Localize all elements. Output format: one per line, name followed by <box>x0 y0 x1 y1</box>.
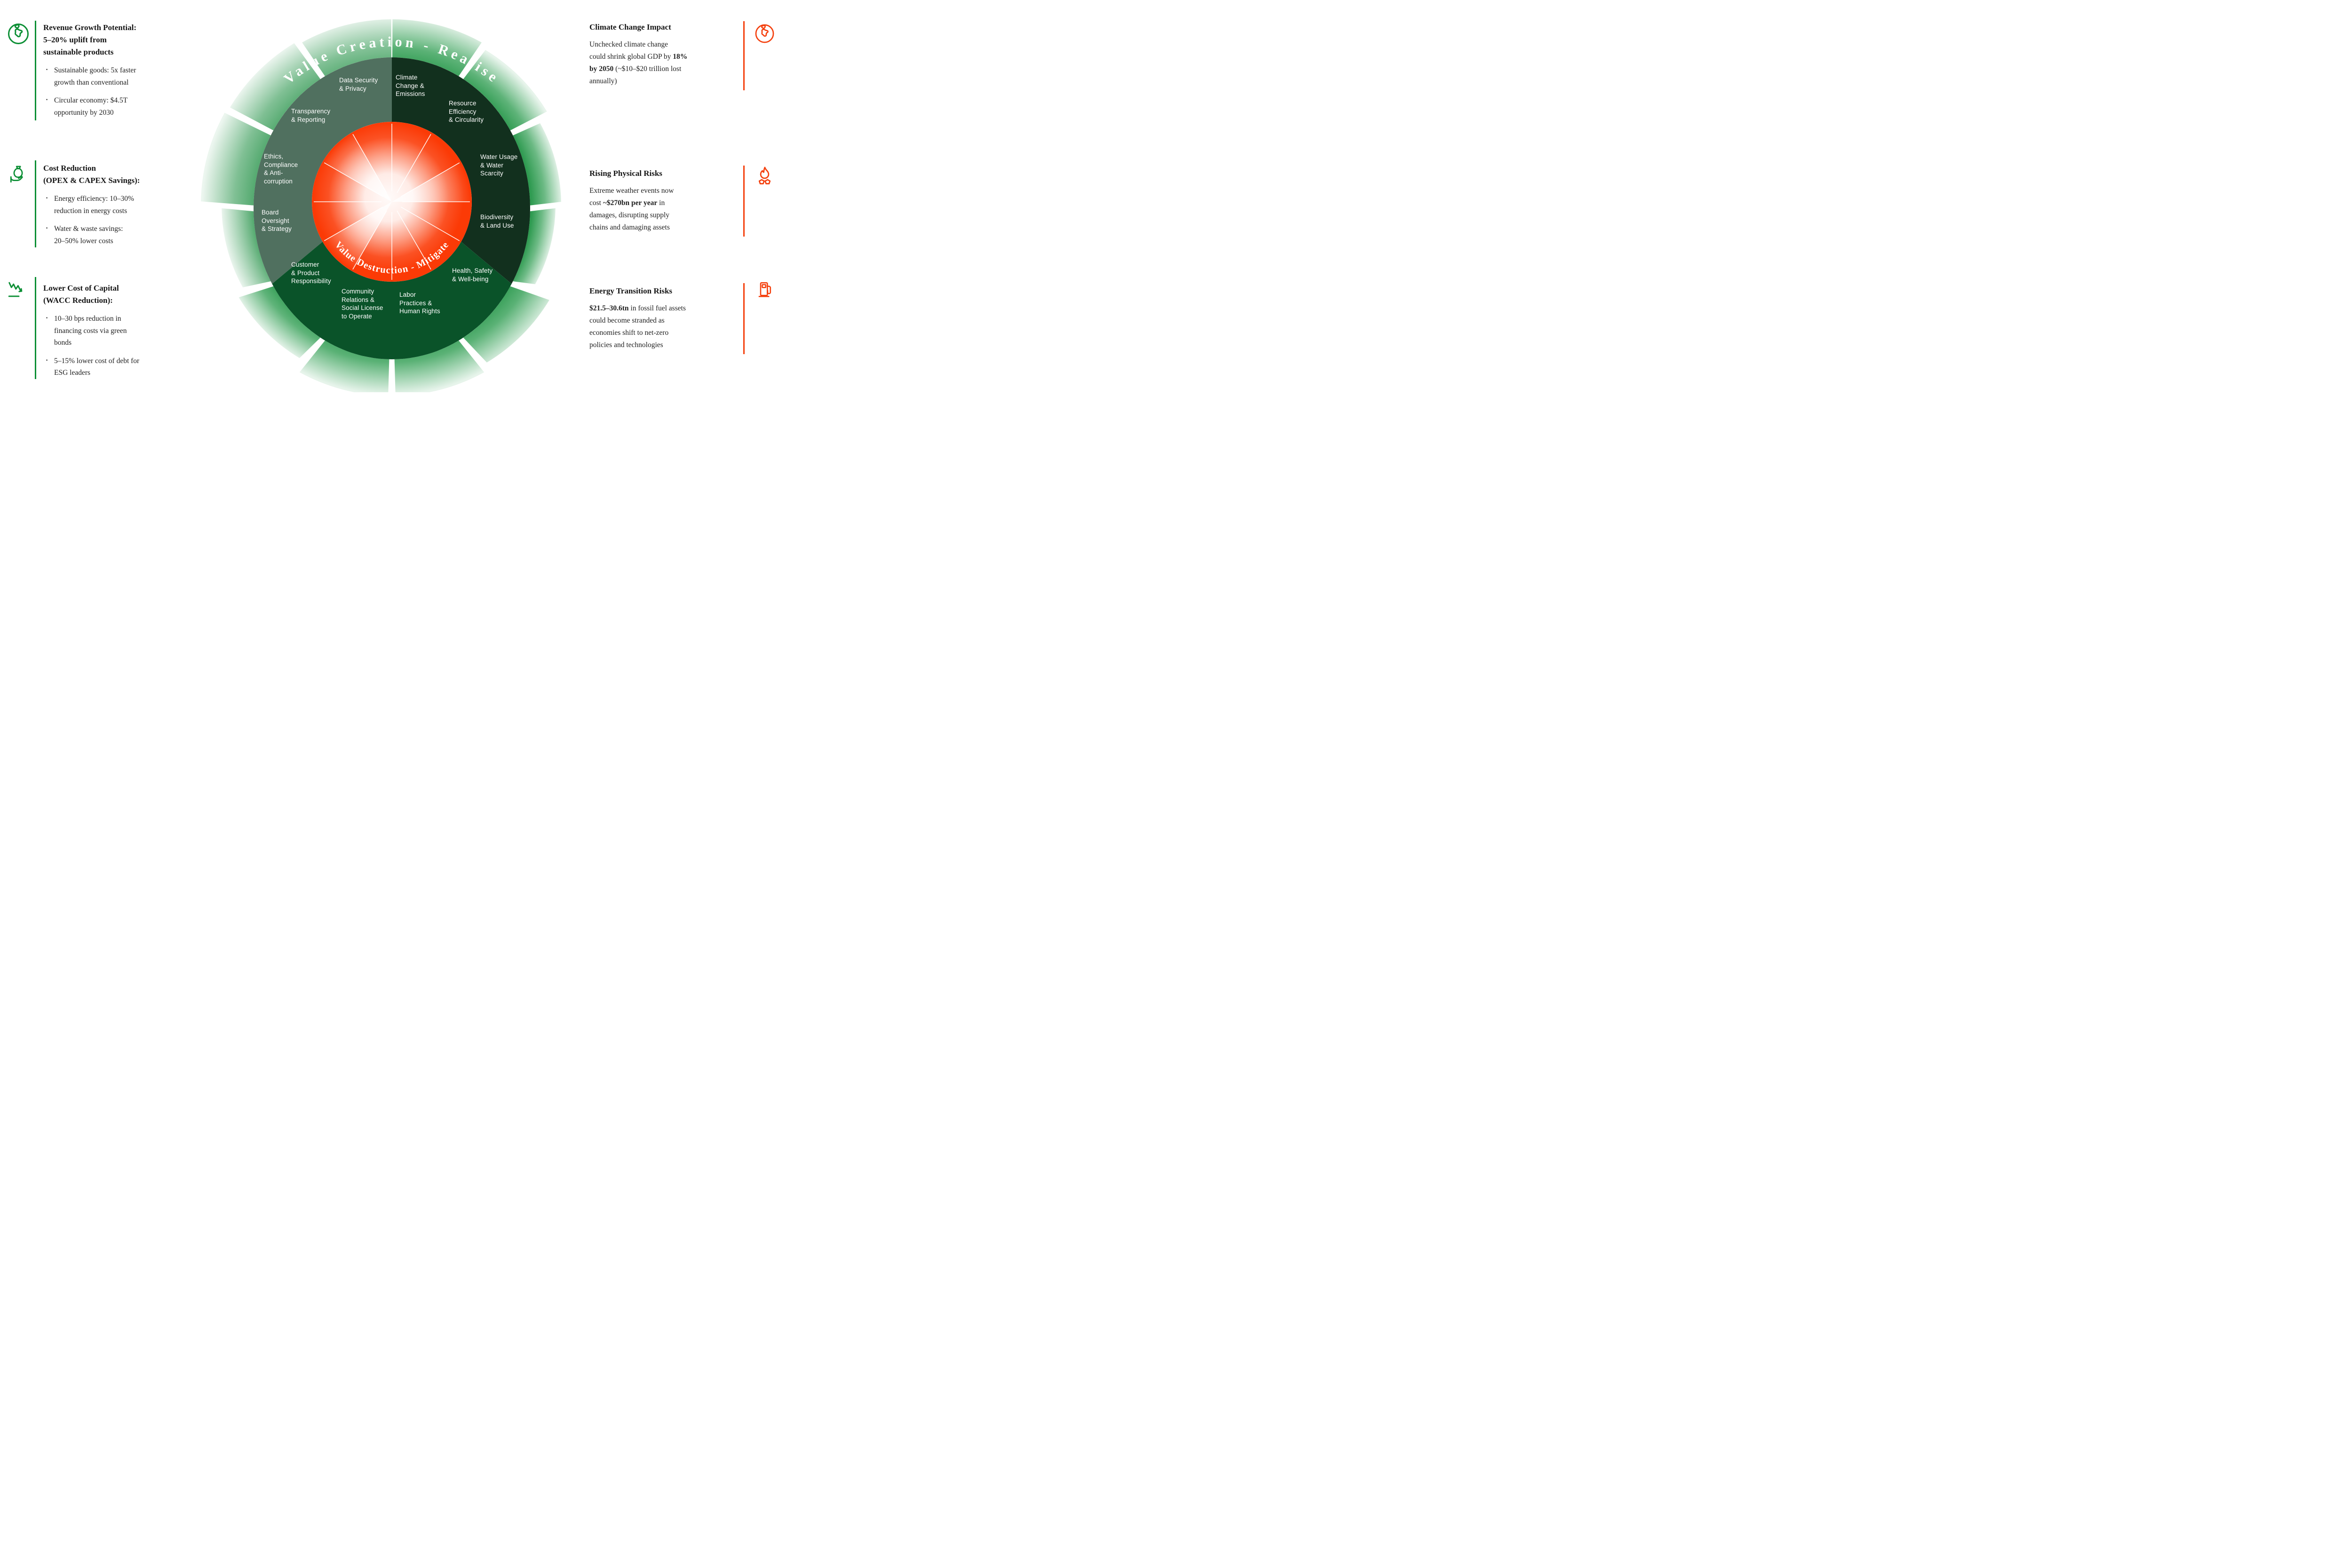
wheel-topic-biodiversity: Biodiversity & Land Use <box>480 214 514 229</box>
wheel-topic-transparency: Transparency & Reporting <box>291 108 331 123</box>
petal-labor <box>394 341 485 392</box>
petal-climate <box>392 19 482 76</box>
wheel-topic-resource-efficiency: Resource Efficiency & Circularity <box>449 100 484 124</box>
bullet-sustainable-goods: Sustainable goods: 5x faster growth than… <box>43 64 199 88</box>
revenue-growth-title: Revenue Growth Potential: 5–20% uplift f… <box>43 23 136 56</box>
governance-section <box>254 57 392 284</box>
globe-icon <box>8 24 29 44</box>
topic-ring <box>254 57 530 359</box>
left-divider-1 <box>35 21 36 120</box>
cost-of-capital-block: Lower Cost of Capital (WACC Reduction): … <box>43 282 199 379</box>
declining-chart-icon <box>8 282 23 297</box>
petal-customer <box>238 286 321 358</box>
transition-risks-block: Energy Transition Risks $21.5–30.6tn in … <box>589 285 745 351</box>
bullet-water-waste: Water & waste savings: 20–50% lower cost… <box>43 222 199 247</box>
wheel-topic-ethics-compliance: Ethics, Compliance & Anti- corruption <box>264 153 298 185</box>
cost-reduction-block: Cost Reduction (OPEX & CAPEX Savings): E… <box>43 162 199 247</box>
core-glow <box>313 122 464 273</box>
wheel-topic-water-usage: Water Usage & Water Scarcity <box>480 153 518 177</box>
petal-water <box>513 123 561 206</box>
left-divider-2 <box>35 160 36 247</box>
wheel-topic-customer-product: Customer & Product Responsibility <box>291 261 331 285</box>
petal-resource <box>463 50 547 131</box>
globe-icon <box>755 24 774 43</box>
wheel-topic-data-security: Data Security & Privacy <box>339 77 378 92</box>
petal-ethics <box>201 112 271 206</box>
petal-data-security <box>302 19 391 76</box>
money-bag-hand-icon <box>10 166 23 183</box>
physical-risks-body: Extreme weather events now cost ~$270bn … <box>589 187 674 231</box>
esg-value-wheel-infographic: { "palette":{ "accent_green":"#0c8f35", … <box>0 0 784 392</box>
bullet-esg-leaders: 5–15% lower cost of debt for ESG leaders <box>43 355 199 379</box>
value-destruction-core <box>312 122 472 282</box>
sunburst-rays <box>314 124 470 280</box>
fuel-pump-icon <box>758 282 771 297</box>
bullet-energy-efficiency: Energy efficiency: 10–30% reduction in e… <box>43 192 199 217</box>
climate-impact-block: Climate Change Impact Unchecked climate … <box>589 21 740 87</box>
transition-risks-title: Energy Transition Risks <box>589 286 673 295</box>
bullet-circular-economy: Circular economy: $4.5T opportunity by 2… <box>43 94 199 119</box>
petal-health <box>463 286 549 363</box>
fire-icon <box>758 166 771 184</box>
wheel-topic-labor-practices: Labor Practices & Human Rights <box>399 291 440 315</box>
petal-transparency <box>230 43 321 131</box>
social-section <box>272 242 512 359</box>
left-divider-3 <box>35 277 36 379</box>
right-divider-2 <box>743 166 745 237</box>
revenue-growth-block: Revenue Growth Potential: 5–20% uplift f… <box>43 22 199 119</box>
wheel-topic-board-oversight: Board Oversight & Strategy <box>262 209 292 233</box>
cost-of-capital-title: Lower Cost of Capital (WACC Reduction): <box>43 284 119 305</box>
esg-wheel-diagram: Value Creation - Realise Value Destructi… <box>201 19 561 392</box>
right-divider-3 <box>743 283 745 354</box>
transition-risks-body: $21.5–30.6tn in fossil fuel assets could… <box>589 304 686 349</box>
petal-board <box>222 208 271 287</box>
petal-biodiversity <box>513 208 556 285</box>
petal-community <box>299 341 389 392</box>
wheel-topic-health-safety: Health, Safety & Well-being <box>452 267 493 283</box>
climate-impact-title: Climate Change Impact <box>589 23 671 32</box>
outer-petal-ring <box>201 19 561 392</box>
right-divider-1 <box>743 21 745 90</box>
cost-reduction-title: Cost Reduction (OPEX & CAPEX Savings): <box>43 164 140 185</box>
physical-risks-title: Rising Physical Risks <box>589 169 662 178</box>
physical-risks-block: Rising Physical Risks Extreme weather ev… <box>589 167 740 234</box>
climate-impact-body: Unchecked climate change could shrink gl… <box>589 40 688 85</box>
bullet-green-bonds: 10–30 bps reduction in financing costs v… <box>43 312 199 349</box>
environment-section <box>392 57 530 284</box>
wheel-topic-climate-change: Climate Change & Emissions <box>396 74 425 98</box>
wheel-topic-community-relations: Community Relations & Social License to … <box>342 288 383 320</box>
